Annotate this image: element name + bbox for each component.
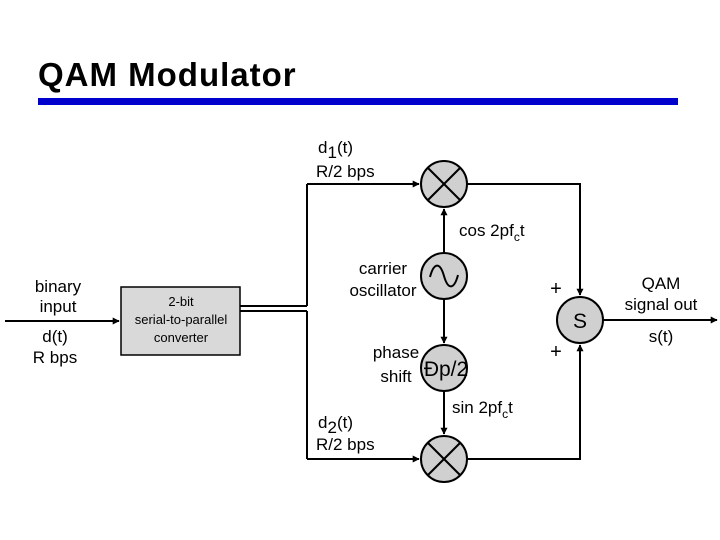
- input-label-1: binary: [35, 277, 82, 296]
- phase-shift-label-2: shift: [380, 367, 411, 386]
- title-underline: [38, 98, 678, 105]
- upper-branch-signal: d1(t): [318, 138, 353, 162]
- sin-label: sin 2pfct: [452, 398, 513, 421]
- converter-label-2: serial-to-parallel: [135, 312, 228, 327]
- summer-symbol: S: [573, 310, 587, 333]
- input-signal: d(t): [42, 327, 68, 346]
- oscillator-label-2: oscillator: [349, 281, 416, 300]
- summer-plus-bottom: +: [550, 341, 562, 363]
- upper-mixer: [420, 160, 468, 208]
- oscillator-label-1: carrier: [359, 259, 408, 278]
- converter-label-3: converter: [154, 330, 209, 345]
- lower-mixer-output: [467, 344, 584, 460]
- output-label-2: signal out: [625, 295, 698, 314]
- converter-block: [120, 286, 241, 356]
- cos-label: cos 2pfct: [459, 221, 525, 244]
- phase-shift-symbol: Ðp/2: [424, 358, 468, 381]
- sine-wave-icon: [429, 264, 459, 288]
- lower-mixer: [420, 435, 468, 483]
- lower-branch-signal: d2(t): [318, 413, 353, 437]
- output-label-1: QAM: [642, 274, 681, 293]
- carrier-oscillator: [420, 252, 468, 300]
- input-label-2: input: [40, 297, 77, 316]
- output-signal: s(t): [649, 327, 674, 346]
- input-rate: R bps: [33, 348, 77, 367]
- upper-branch-rate: R/2 bps: [316, 162, 375, 181]
- summer-plus-top: +: [550, 278, 562, 300]
- converter-label-1: 2-bit: [168, 294, 194, 309]
- upper-mixer-output: [467, 183, 584, 296]
- slide-title: QAM Modulator: [38, 56, 297, 93]
- phase-shift-label-1: phase: [373, 343, 419, 362]
- lower-branch-rate: R/2 bps: [316, 435, 375, 454]
